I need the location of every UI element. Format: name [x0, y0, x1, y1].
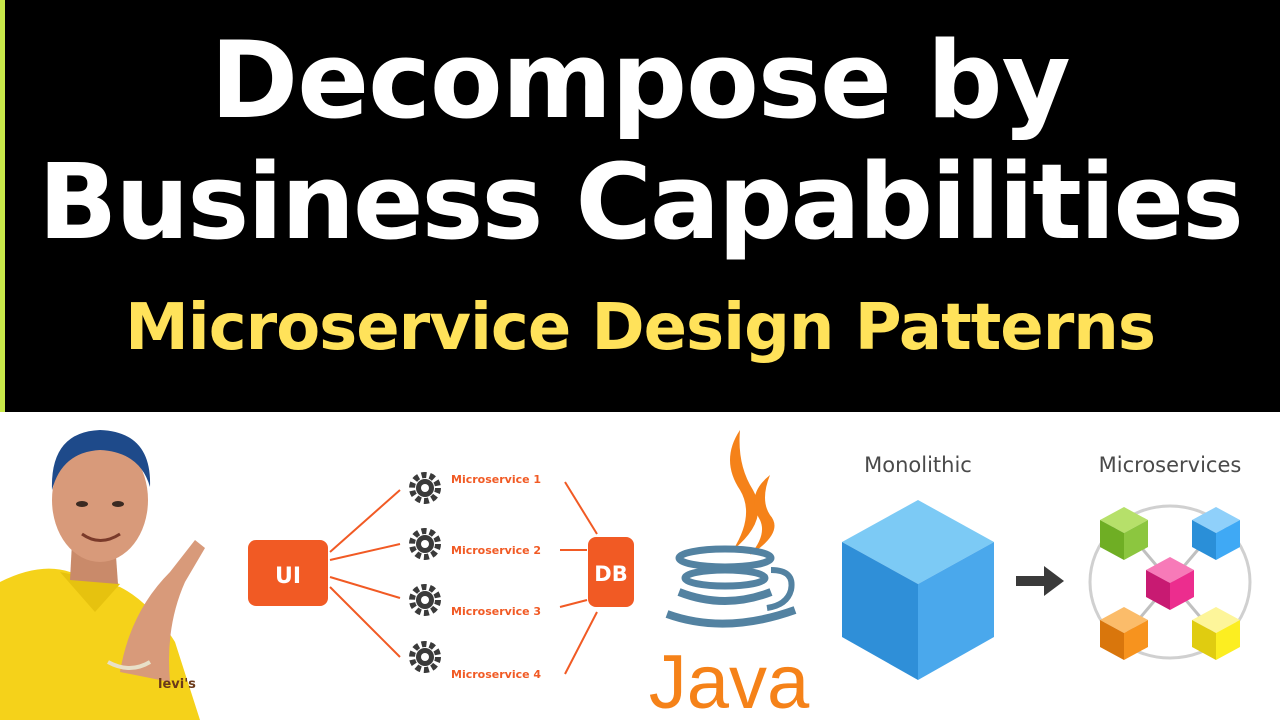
cube-pink: [1146, 557, 1194, 610]
service-label-1: Microservice 1: [451, 473, 541, 486]
cube-green: [1100, 507, 1148, 560]
service-row-3: Microservice 3: [409, 584, 541, 618]
title-line-2: Business Capabilities: [38, 141, 1244, 263]
service-row-1: Microservice 1: [409, 472, 541, 504]
java-logo: Java: [649, 430, 810, 720]
ui-box: [248, 540, 328, 606]
title-line-1: Decompose by: [210, 19, 1071, 142]
ui-label: UI: [275, 564, 301, 589]
service-label-2: Microservice 2: [451, 544, 541, 557]
banner-edge-stripe: [0, 0, 5, 412]
gear-icon: [409, 584, 441, 616]
shirt-logo: levi's: [158, 677, 196, 692]
illustration-area: levi's UI DB Microservice 1: [0, 412, 1280, 720]
service-label-3: Microservice 3: [451, 605, 541, 618]
monolith-cube: [842, 500, 994, 680]
monolith-vs-microservices: Monolithic Microservices: [842, 453, 1252, 680]
microservices-label: Microservices: [1099, 453, 1242, 477]
db-label: DB: [594, 562, 627, 586]
cube-yellow: [1192, 607, 1240, 660]
subtitle: Microservice Design Patterns: [125, 291, 1156, 365]
gear-icon: [409, 528, 441, 560]
arrow-right-icon: [1016, 566, 1064, 596]
microservice-cubes: [1088, 504, 1252, 660]
presenter-photo: levi's: [0, 430, 205, 720]
title-banner: [0, 0, 1280, 412]
service-row-2: Microservice 2: [409, 528, 541, 560]
java-wordmark: Java: [649, 640, 810, 720]
service-label-4: Microservice 4: [451, 668, 541, 681]
gear-icon: [409, 472, 441, 504]
service-row-4: Microservice 4: [409, 641, 541, 681]
java-coffee-cup-icon: [665, 430, 797, 628]
gear-icon: [409, 641, 441, 673]
microservice-diagram: UI DB Microservice 1 Microservice 2 Micr…: [248, 472, 634, 681]
db-box: [588, 537, 634, 607]
cube-blue: [1192, 507, 1240, 560]
monolithic-label: Monolithic: [864, 453, 972, 477]
cube-orange: [1100, 607, 1148, 660]
